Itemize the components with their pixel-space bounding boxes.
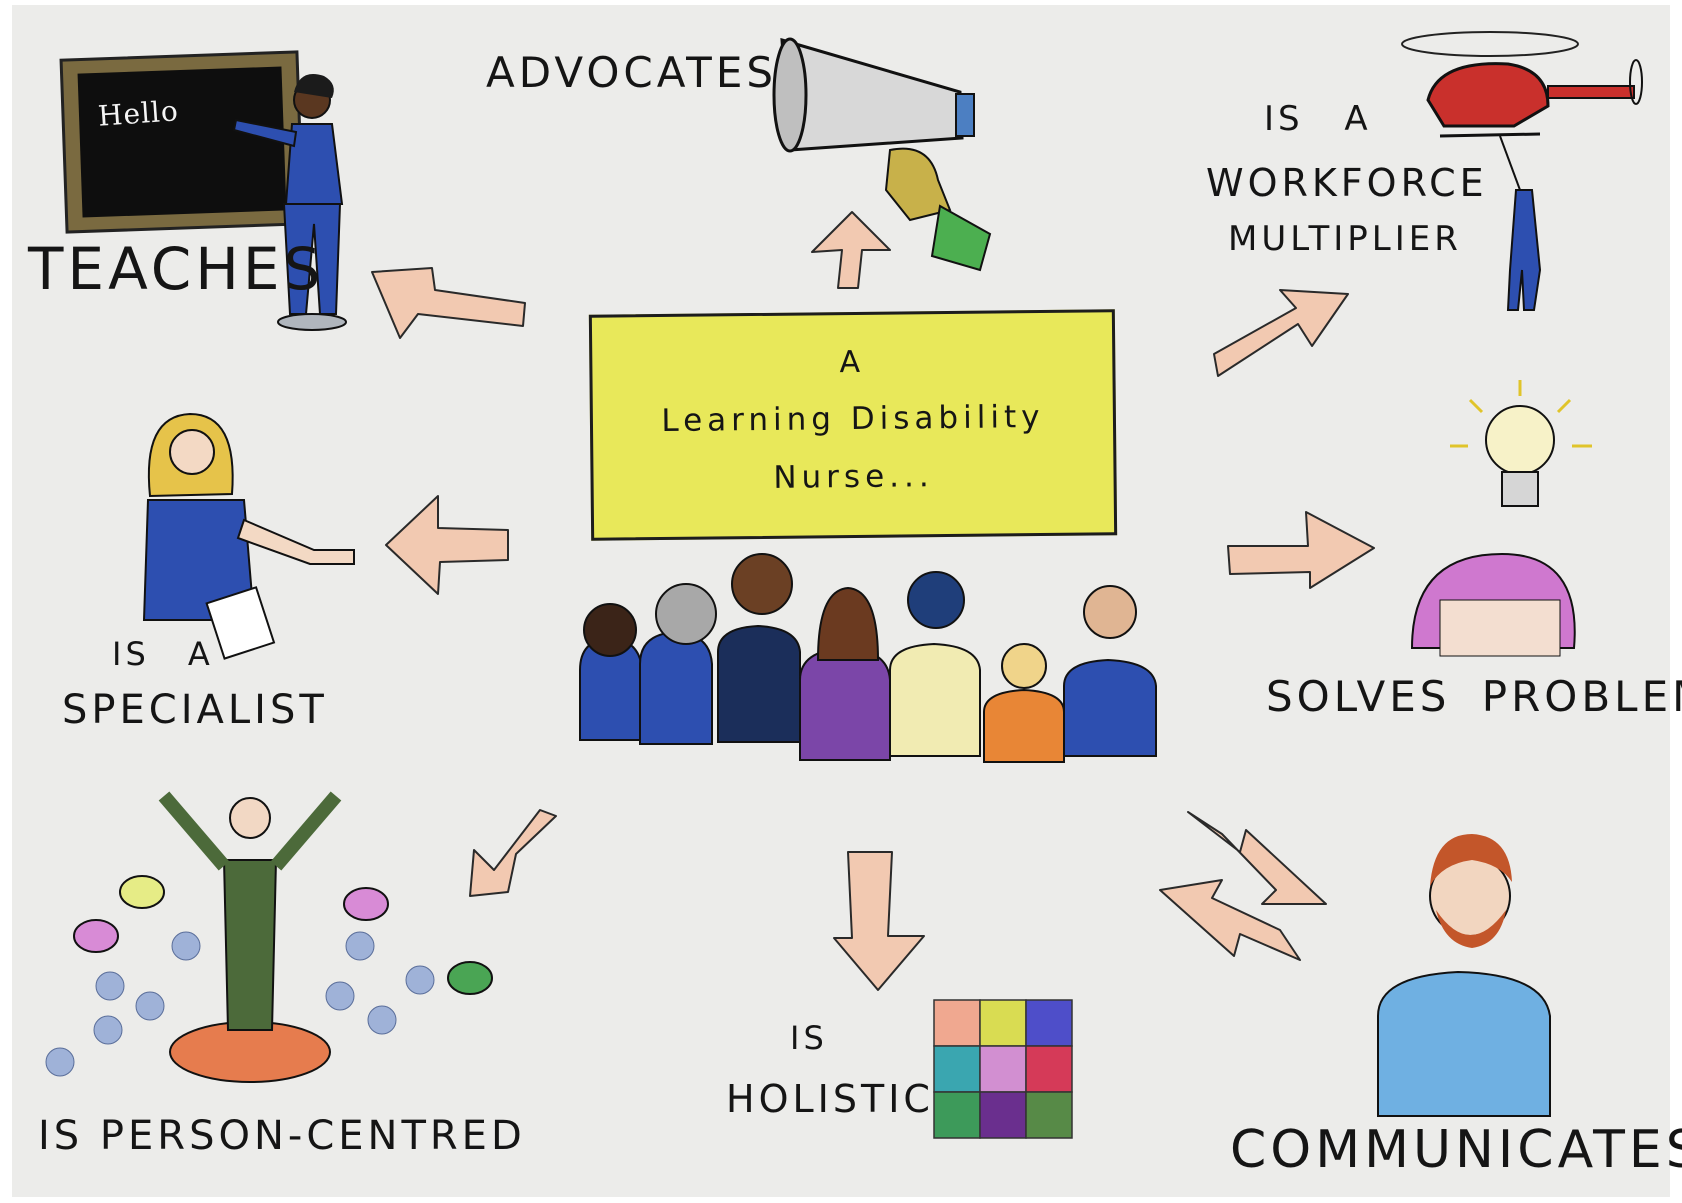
megaphone-mouth [772,37,808,153]
helicopter-illustration [1401,31,1643,311]
podium-person [222,859,278,1031]
communicator-beard [1436,910,1506,948]
helicopter-rotor [1401,31,1579,57]
audience [45,931,435,1077]
label-workforce-line2: Workforce [1206,161,1488,205]
label-specialist-line1: Is a [112,635,214,673]
helicopter-skid [1439,132,1541,138]
teacher-illustration [59,50,347,331]
teacher-arm [232,118,298,148]
megaphone-band [955,93,975,137]
label-workforce-line1: Is a [1264,99,1372,139]
bulb-rays [1450,380,1592,448]
megaphone-sleeve [930,204,992,272]
label-person-centred: Is Person-Centred [38,1113,526,1159]
bulb-glass [1485,405,1555,475]
nurse-group-illustration [579,553,1157,763]
speech-bubble [447,961,493,995]
arrow-teaches [371,267,526,339]
arrows [371,211,1375,991]
arrow-person-centred [469,809,557,897]
chalkboard-surface [77,66,287,218]
label-holistic-line2: Holistic [726,1077,934,1121]
teacher-legs [282,203,342,315]
communicator-hair [1430,834,1512,886]
bulb-base [1501,471,1539,507]
teacher-hair [294,74,334,98]
label-workforce-line3: Multiplier [1228,219,1462,259]
arrow-specialist [385,495,509,595]
megaphone-illustration [772,37,992,272]
helicopter-tail-rotor [1629,59,1643,105]
person-centred-illustration [45,791,493,1083]
label-solves-problems: Solves Problems [1266,672,1682,721]
specialist-card [205,586,276,660]
teacher-shoes [277,313,347,331]
speech-bubble [343,887,389,921]
arrow-workforce [1213,289,1349,377]
hanging-person [1506,189,1542,311]
arrow-communicates-out [1187,811,1327,905]
label-specialist-line2: Specialist [62,687,328,733]
communicator-illustration [1377,834,1551,1117]
megaphone-body [780,37,964,152]
helicopter-tail [1547,85,1635,99]
problem-solver-face [1439,599,1561,657]
arrow-solves-problems [1227,511,1375,589]
podium-person-arms [158,791,342,871]
label-teaches: Teaches [28,235,325,303]
helicopter-body [1426,62,1550,128]
specialist-illustration [142,412,355,660]
center-title-box: A Learning Disability Nurse... [588,309,1118,541]
arrow-up-advocates [811,211,891,289]
rescue-rope [1499,135,1521,191]
specialist-head [169,429,215,475]
arrow-communicates-in [1159,879,1301,961]
label-communicates: Communicates [1230,1120,1682,1180]
center-title-line2: Learning Disability [661,398,1045,440]
communicator-body [1377,970,1551,1117]
center-title-line1: A [839,344,866,381]
podium-person-head [229,797,271,839]
megaphone-hand [884,147,952,222]
speech-bubble [73,919,119,953]
label-advocates: Advocates [486,48,778,97]
teacher-body [284,123,344,205]
puzzle-illustration [933,999,1073,1139]
arrow-holistic [833,851,925,991]
problem-solver-illustration [1410,552,1576,657]
specialist-arm [236,518,355,565]
lightbulb-illustration [1450,380,1592,507]
center-title-line3: Nurse... [773,458,934,496]
label-holistic-line1: Is [790,1019,828,1057]
chalkboard-text: Hello [96,94,180,133]
speech-bubble [119,875,165,909]
